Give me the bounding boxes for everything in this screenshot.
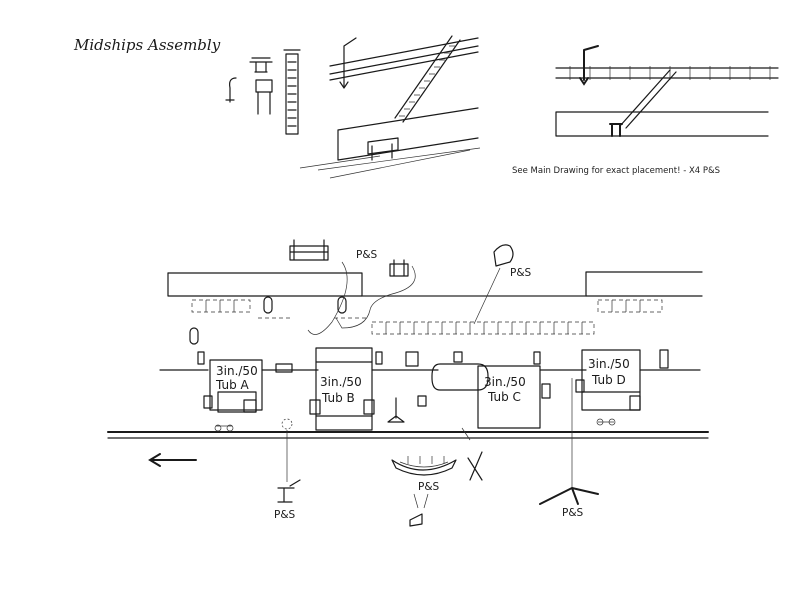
- blower-ps-label: P&S: [510, 267, 532, 279]
- davit-detail-sketch: [225, 49, 301, 135]
- deck-plan: 3in./50 Tub A 3in./50 Tub B 3in./50 Tub …: [107, 271, 709, 439]
- tub-c-label: Tub C: [487, 390, 521, 404]
- tub-a-caliber: 3in./50: [216, 364, 258, 378]
- tub-d: 3in./50 Tub D: [575, 349, 641, 411]
- tub-d-label: Tub D: [591, 373, 626, 387]
- tripod-ps-label: P&S: [562, 507, 584, 519]
- placement-note: See Main Drawing for exact placement! - …: [512, 166, 720, 176]
- elevation-sketch: [555, 45, 779, 137]
- crane-sketch: [277, 430, 301, 503]
- lifeboat-ps-label: P&S: [418, 481, 440, 493]
- ladder-perspective-sketch: [299, 35, 481, 179]
- tub-c-caliber: 3in./50: [484, 375, 526, 389]
- blower-sketch: [473, 244, 514, 325]
- tub-a-label: Tub A: [215, 378, 250, 392]
- arrow-left-icon: [148, 453, 197, 467]
- crane-ps-label: P&S: [274, 509, 296, 521]
- tub-a: 3in./50 Tub A: [203, 359, 263, 413]
- tub-d-caliber: 3in./50: [588, 357, 630, 371]
- tub-b: 3in./50 Tub B: [309, 347, 375, 431]
- tub-b-label: Tub B: [321, 391, 355, 405]
- tub-b-caliber: 3in./50: [320, 375, 362, 389]
- page-title: Midships Assembly: [73, 36, 221, 54]
- tripod-mast-sketch: [539, 378, 599, 505]
- lifeboat-sketch: [391, 427, 483, 527]
- davit-box-sketch: [289, 239, 348, 335]
- tub-c: 3in./50 Tub C: [431, 363, 551, 429]
- davit-box-ps-label: P&S: [356, 249, 378, 261]
